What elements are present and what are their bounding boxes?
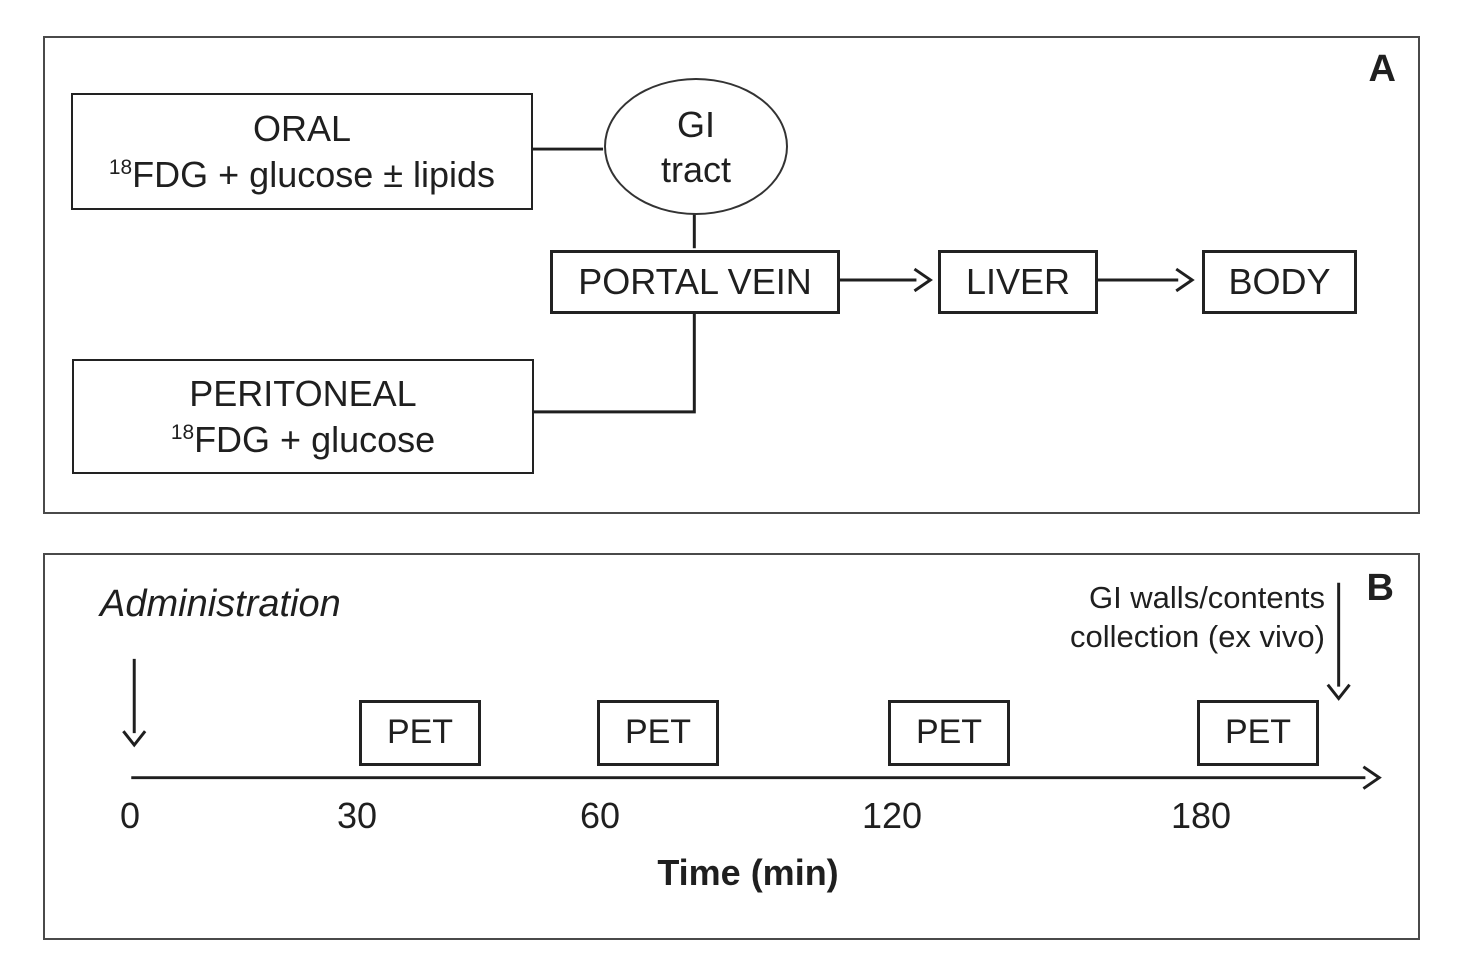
timeline-axis-arrowhead: [1362, 765, 1382, 790]
tick-label-180: 180: [1170, 795, 1232, 836]
administration-arrowhead: [122, 730, 147, 748]
peritoneal-title: PERITONEAL: [189, 372, 417, 414]
peritoneal-substance-text: FDG + glucose: [194, 418, 436, 460]
body-label: BODY: [1228, 261, 1331, 303]
collection-arrowhead: [1326, 683, 1351, 701]
body-box: BODY: [1202, 250, 1357, 314]
portal-vein-box: PORTAL VEIN: [550, 250, 840, 314]
panel-b: B Administration GI walls/contents colle…: [43, 553, 1420, 940]
tick-label-120: 120: [861, 795, 923, 836]
pet-label: PET: [915, 713, 983, 752]
peritoneal-box: PERITONEAL 18FDG + glucose: [72, 359, 534, 474]
oral-box: ORAL 18FDG + glucose ± lipids: [71, 93, 533, 210]
collection-label-line1: GI walls/contents: [1088, 580, 1325, 615]
time-axis-label: Time (min): [657, 852, 839, 893]
pet-label: PET: [386, 713, 454, 752]
administration-label: Administration: [100, 583, 341, 625]
pet-box-180: PET: [1197, 700, 1319, 766]
panel-a-label: A: [1368, 48, 1396, 90]
isotope-superscript: 18: [108, 155, 133, 179]
liver-label: LIVER: [965, 261, 1071, 303]
pet-box-120: PET: [888, 700, 1010, 766]
panel-b-connectors: [122, 582, 1382, 790]
gi-tract-ellipse: GI tract: [604, 78, 788, 215]
portal-liver-arrowhead: [913, 267, 933, 293]
pet-label: PET: [624, 713, 692, 752]
panel-a: A ORAL 18FDG + glucose ± lipids GI tract…: [43, 36, 1420, 514]
panel-b-label: B: [1366, 567, 1394, 609]
liver-box: LIVER: [938, 250, 1098, 314]
collection-label-line2: collection (ex vivo): [1070, 618, 1325, 654]
peritoneal-substance: 18FDG + glucose: [171, 417, 435, 463]
pet-box-30: PET: [359, 700, 481, 766]
liver-body-arrowhead: [1175, 267, 1195, 293]
peritoneal-portal-connector-line: [532, 311, 696, 414]
oral-title: ORAL: [252, 107, 352, 149]
portal-vein-label: PORTAL VEIN: [578, 261, 812, 303]
tick-label-0: 0: [119, 795, 141, 836]
tick-label-30: 30: [336, 795, 378, 836]
gi-tract-label-line2: tract: [660, 148, 731, 190]
isotope-superscript: 18: [170, 420, 195, 444]
oral-substance-text: FDG + glucose ± lipids: [132, 153, 496, 195]
pet-label: PET: [1224, 713, 1292, 752]
panel-a-connectors: [532, 147, 1195, 414]
oral-substance: 18FDG + glucose ± lipids: [109, 152, 495, 198]
tick-label-60: 60: [579, 795, 621, 836]
gi-tract-label-line1: GI: [676, 103, 715, 145]
pet-box-60: PET: [597, 700, 719, 766]
collection-label: GI walls/contents collection (ex vivo): [1070, 579, 1325, 657]
